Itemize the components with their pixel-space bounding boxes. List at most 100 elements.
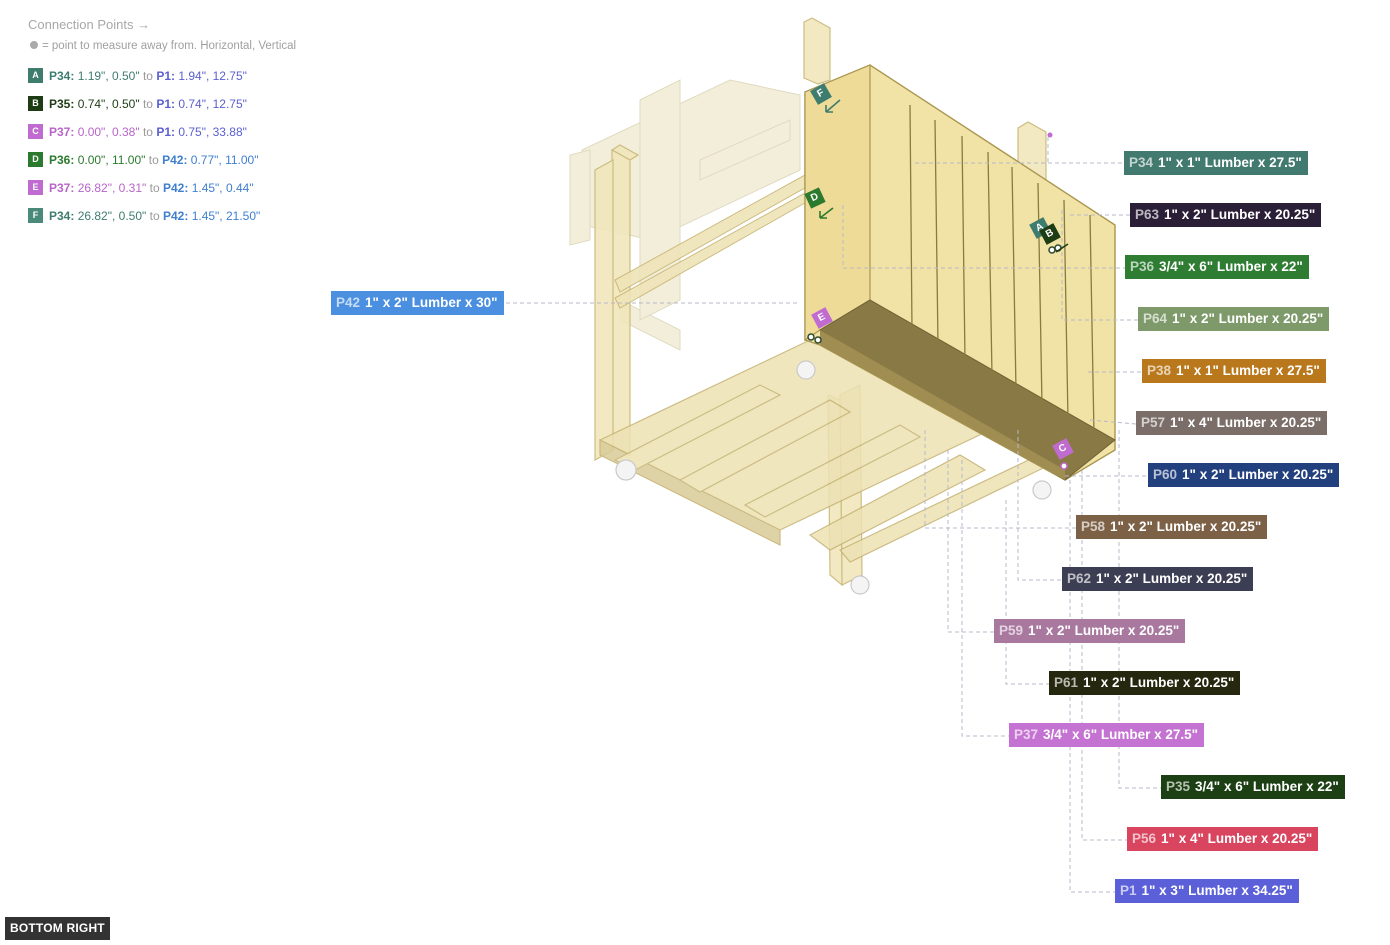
connection-badge: E <box>28 180 43 196</box>
part-id: P61 <box>1054 675 1079 690</box>
from-part: P37: <box>49 181 75 195</box>
connection-points-title[interactable]: Connection Points → <box>28 17 151 32</box>
part-id: P37 <box>1014 727 1039 742</box>
connection-point-f: F P34: 26.82", 0.50" to P42: 1.45", 21.50… <box>28 208 261 224</box>
connection-points-note: = point to measure away from. Horizontal… <box>30 40 296 52</box>
from-value: 0.00", 0.38" <box>77 125 140 139</box>
to-value: 1.45", 21.50" <box>191 209 261 223</box>
part-label-p56[interactable]: P56 1" x 4" Lumber x 20.25" <box>1127 827 1319 851</box>
from-part: P34: <box>49 69 75 83</box>
to-word: to <box>142 125 153 139</box>
part-id: P34 <box>1129 155 1154 170</box>
part-label-p34[interactable]: P34 1" x 1" Lumber x 27.5" <box>1124 151 1308 175</box>
part-label-p37[interactable]: P37 3/4" x 6" Lumber x 27.5" <box>1009 723 1205 747</box>
part-description: 1" x 2" Lumber x 20.25" <box>1164 207 1316 222</box>
connection-point-c: C P37: 0.00", 0.38" to P1: 0.75", 33.88" <box>28 124 247 140</box>
part-id: P35 <box>1166 779 1191 794</box>
cart-shelf <box>598 339 1072 563</box>
connection-badge: F <box>28 208 43 224</box>
part-description: 3/4" x 6" Lumber x 22" <box>1195 779 1339 794</box>
part-label-p1[interactable]: P1 1" x 3" Lumber x 34.25" <box>1115 879 1299 903</box>
part-id: P59 <box>999 623 1024 638</box>
part-id: P56 <box>1132 831 1157 846</box>
cart-box <box>804 64 1116 481</box>
from-part: P36: <box>49 153 75 167</box>
to-word: to <box>142 69 153 83</box>
part-description: 1" x 1" Lumber x 27.5" <box>1158 155 1302 170</box>
part-description: 3/4" x 6" Lumber x 27.5" <box>1043 727 1199 742</box>
part-id: P38 <box>1147 363 1172 378</box>
to-word: to <box>148 153 159 167</box>
to-word: to <box>142 97 153 111</box>
connection-point-e: E P37: 26.82", 0.31" to P42: 1.45", 0.44" <box>28 180 254 196</box>
part-description: 1" x 2" Lumber x 20.25" <box>1028 623 1180 638</box>
to-word: to <box>149 209 160 223</box>
part-id: P63 <box>1135 207 1160 222</box>
connection-points-note-text: = point to measure away from. Horizontal… <box>42 40 297 52</box>
to-word: to <box>149 181 160 195</box>
from-value: 26.82", 0.31" <box>77 181 147 195</box>
part-description: 1" x 2" Lumber x 20.25" <box>1172 311 1324 326</box>
direction-arrows <box>819 99 1069 253</box>
to-part: P1: <box>156 125 175 139</box>
measure-dot-icon <box>30 40 38 49</box>
part-label-p42[interactable]: P42 1" x 2" Lumber x 30" <box>331 291 504 315</box>
part-label-p59[interactable]: P59 1" x 2" Lumber x 20.25" <box>994 619 1186 643</box>
from-value: 1.19", 0.50" <box>77 69 140 83</box>
part-id: P57 <box>1141 415 1166 430</box>
to-part: P42: <box>162 209 189 223</box>
from-value: 26.82", 0.50" <box>77 209 147 223</box>
part-description: 1" x 1" Lumber x 27.5" <box>1176 363 1320 378</box>
to-part: P1: <box>156 69 175 83</box>
to-value: 1.45", 0.44" <box>191 181 254 195</box>
part-label-p58[interactable]: P58 1" x 2" Lumber x 20.25" <box>1076 515 1268 539</box>
part-id: P64 <box>1143 311 1168 326</box>
connection-point-b: B P35: 0.74", 0.50" to P1: 0.74", 12.75" <box>28 96 247 112</box>
part-label-p60[interactable]: P60 1" x 2" Lumber x 20.25" <box>1148 463 1340 487</box>
connection-badge: D <box>28 152 43 168</box>
part-label-p36[interactable]: P36 3/4" x 6" Lumber x 22" <box>1125 255 1309 279</box>
to-part: P42: <box>162 153 188 167</box>
part-label-p35[interactable]: P35 3/4" x 6" Lumber x 22" <box>1161 775 1345 799</box>
to-part: P42: <box>162 181 189 195</box>
to-value: 1.94", 12.75" <box>178 69 247 83</box>
connection-badge: B <box>28 96 43 112</box>
part-description: 1" x 2" Lumber x 30" <box>365 295 498 310</box>
part-description: 1" x 4" Lumber x 20.25" <box>1161 831 1313 846</box>
part-label-p62[interactable]: P62 1" x 2" Lumber x 20.25" <box>1062 567 1254 591</box>
to-value: 0.75", 33.88" <box>178 125 247 139</box>
cart-casters <box>615 360 1052 595</box>
part-description: 1" x 3" Lumber x 34.25" <box>1141 883 1293 898</box>
part-id: P62 <box>1067 571 1092 586</box>
part-id: P36 <box>1130 259 1155 274</box>
part-description: 1" x 2" Lumber x 20.25" <box>1083 675 1235 690</box>
part-id: P1 <box>1120 883 1137 898</box>
part-description: 3/4" x 6" Lumber x 22" <box>1159 259 1303 274</box>
from-part: P37: <box>49 125 75 139</box>
part-description: 1" x 2" Lumber x 20.25" <box>1110 519 1262 534</box>
part-label-p61[interactable]: P61 1" x 2" Lumber x 20.25" <box>1049 671 1241 695</box>
part-id: P58 <box>1081 519 1106 534</box>
measure-dot <box>1047 132 1053 138</box>
part-label-p63[interactable]: P63 1" x 2" Lumber x 20.25" <box>1130 203 1322 227</box>
part-id: P60 <box>1153 467 1178 482</box>
part-description: 1" x 2" Lumber x 20.25" <box>1182 467 1334 482</box>
to-value: 0.74", 12.75" <box>178 97 247 111</box>
part-id: P42 <box>336 295 361 310</box>
from-part: P35: <box>49 97 75 111</box>
from-value: 0.74", 0.50" <box>77 97 140 111</box>
to-part: P1: <box>156 97 175 111</box>
connection-badge: A <box>28 68 43 84</box>
from-value: 0.00", 11.00" <box>77 153 146 167</box>
connection-badge: C <box>28 124 43 140</box>
part-description: 1" x 2" Lumber x 20.25" <box>1096 571 1248 586</box>
from-part: P34: <box>49 209 75 223</box>
part-label-p64[interactable]: P64 1" x 2" Lumber x 20.25" <box>1138 307 1330 331</box>
part-label-p38[interactable]: P38 1" x 1" Lumber x 27.5" <box>1142 359 1326 383</box>
leader-lines <box>506 137 1161 893</box>
view-label[interactable]: BOTTOM RIGHT <box>5 917 110 940</box>
connection-point-a: A P34: 1.19", 0.50" to P1: 1.94", 12.75" <box>28 68 247 84</box>
